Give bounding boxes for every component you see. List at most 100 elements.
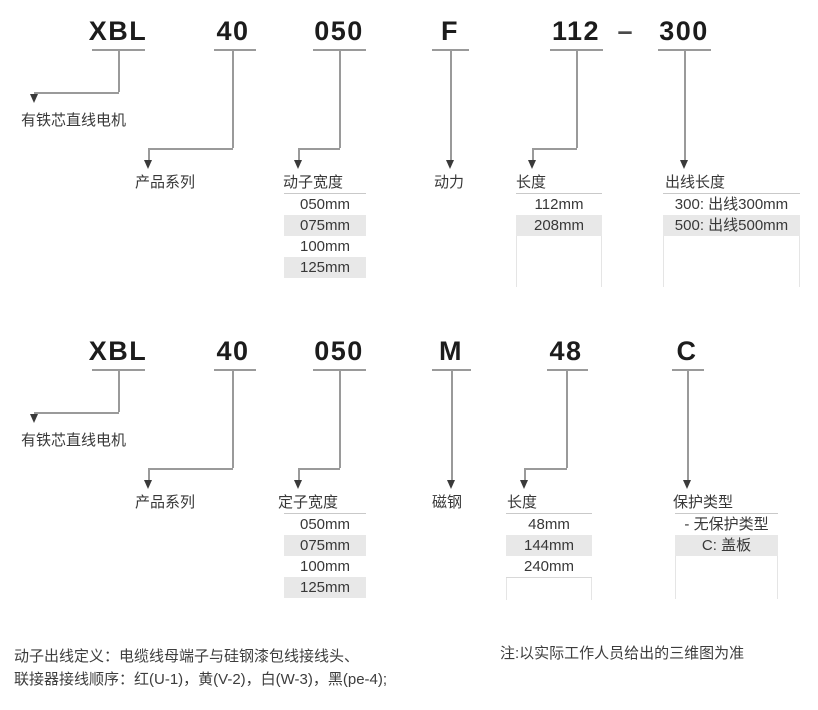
code-series-prefix: XBL xyxy=(88,336,148,366)
code-underline xyxy=(92,49,145,51)
option-row: 112mm xyxy=(534,196,584,213)
option-row: 075mm xyxy=(284,215,366,236)
down-arrow-icon xyxy=(294,160,302,169)
connector-line xyxy=(687,370,689,482)
table-frame-extension xyxy=(675,556,778,599)
code-length: 48 xyxy=(549,336,583,366)
connector-line xyxy=(684,50,686,162)
down-arrow-icon xyxy=(144,160,152,169)
connector-line xyxy=(532,148,534,162)
connector-line xyxy=(339,50,341,148)
mover-width-options-table: 050mm 075mm 100mm 125mm xyxy=(284,193,366,278)
option-row: 144mm xyxy=(506,535,592,556)
down-arrow-icon xyxy=(294,480,302,489)
option-row: 125mm xyxy=(284,257,366,278)
code-series: 40 xyxy=(216,16,250,46)
connector-line xyxy=(524,468,526,482)
down-arrow-icon xyxy=(528,160,536,169)
connector-line xyxy=(232,50,234,148)
code-underline xyxy=(432,369,471,371)
code-width: 050 xyxy=(314,336,364,366)
model-code-diagram-mover: XBL 40 050 F 112 – 300 有铁芯直线电机 产品系列 动子宽度… xyxy=(0,0,818,300)
footer-note: 注:以实际工作人员给出的三维图为准 xyxy=(500,645,745,662)
label-length: 长度 xyxy=(516,174,547,191)
option-row: 050mm xyxy=(299,516,351,533)
option-row: C: 盖板 xyxy=(675,535,778,556)
code-protection: C xyxy=(676,336,698,366)
connector-line xyxy=(524,468,567,470)
option-row: - 无保护类型 xyxy=(684,516,769,533)
connector-line xyxy=(232,370,234,468)
label-protection-type: 保护类型 xyxy=(673,494,734,511)
connector-line xyxy=(34,412,119,414)
stator-width-options-table: 050mm 075mm 100mm 125mm xyxy=(284,513,366,598)
down-arrow-icon xyxy=(446,160,454,169)
footer-wiring-definition: 动子出线定义：电缆线母端子与硅钢漆包线接线头、 xyxy=(14,648,360,665)
code-underline xyxy=(550,49,603,51)
code-underline xyxy=(313,369,366,371)
code-lead-length: 300 xyxy=(659,16,709,46)
footer-wiring-order: 联接器接线顺序：红(U-1)，黄(V-2)，白(W-3)，黑(pe-4); xyxy=(14,671,388,688)
connector-line xyxy=(450,50,452,162)
label-magnet: 磁钢 xyxy=(432,494,463,511)
table-frame-extension xyxy=(663,236,800,287)
down-arrow-icon xyxy=(683,480,691,489)
option-row: 48mm xyxy=(528,516,570,533)
code-underline xyxy=(214,49,256,51)
code-power: F xyxy=(441,16,459,46)
option-row: 240mm xyxy=(523,558,575,575)
label-length: 长度 xyxy=(507,494,538,511)
label-power: 动力 xyxy=(434,174,465,191)
option-row: 208mm xyxy=(516,215,602,236)
code-underline xyxy=(313,49,366,51)
label-motor-type: 有铁芯直线电机 xyxy=(21,432,127,449)
label-lead-length: 出线长度 xyxy=(665,174,726,191)
option-row: 050mm xyxy=(299,196,351,213)
option-row: 075mm xyxy=(284,535,366,556)
option-row: 100mm xyxy=(299,558,351,575)
connector-line xyxy=(298,148,340,150)
code-underline xyxy=(214,369,256,371)
down-arrow-icon xyxy=(520,480,528,489)
connector-line xyxy=(532,148,577,150)
code-underline xyxy=(92,369,145,371)
connector-line xyxy=(339,370,341,468)
label-motor-type: 有铁芯直线电机 xyxy=(21,112,127,129)
code-separator-dash: – xyxy=(617,16,633,46)
label-mover-width: 动子宽度 xyxy=(283,174,344,191)
down-arrow-icon xyxy=(30,94,38,103)
label-stator-width: 定子宽度 xyxy=(278,494,339,511)
connector-line xyxy=(576,50,578,148)
connector-line xyxy=(451,370,453,482)
option-row: 300: 出线300mm xyxy=(674,196,789,213)
connector-line xyxy=(148,148,233,150)
connector-line xyxy=(298,468,300,482)
option-row: 100mm xyxy=(299,238,351,255)
code-underline xyxy=(672,369,704,371)
label-product-series: 产品系列 xyxy=(135,494,196,511)
option-row: 125mm xyxy=(284,577,366,598)
connector-line xyxy=(34,92,119,94)
code-series: 40 xyxy=(216,336,250,366)
lead-length-options-table: 300: 出线300mm 500: 出线500mm xyxy=(663,193,800,236)
length-options-table: 112mm 208mm xyxy=(516,193,602,236)
connector-line xyxy=(118,370,120,412)
length-options-table: 48mm 144mm 240mm xyxy=(506,513,592,578)
down-arrow-icon xyxy=(30,414,38,423)
table-frame-extension xyxy=(506,578,592,600)
down-arrow-icon xyxy=(680,160,688,169)
option-row: 500: 出线500mm xyxy=(663,215,800,236)
connector-line xyxy=(148,468,233,470)
connector-line xyxy=(148,148,150,162)
connector-line xyxy=(298,148,300,162)
down-arrow-icon xyxy=(144,480,152,489)
code-length: 112 xyxy=(551,16,601,46)
code-underline xyxy=(658,49,711,51)
connector-line xyxy=(148,468,150,482)
code-underline xyxy=(432,49,469,51)
code-series-prefix: XBL xyxy=(88,16,148,46)
protection-options-table: - 无保护类型 C: 盖板 xyxy=(675,513,778,556)
connector-line xyxy=(298,468,340,470)
code-width: 050 xyxy=(314,16,364,46)
